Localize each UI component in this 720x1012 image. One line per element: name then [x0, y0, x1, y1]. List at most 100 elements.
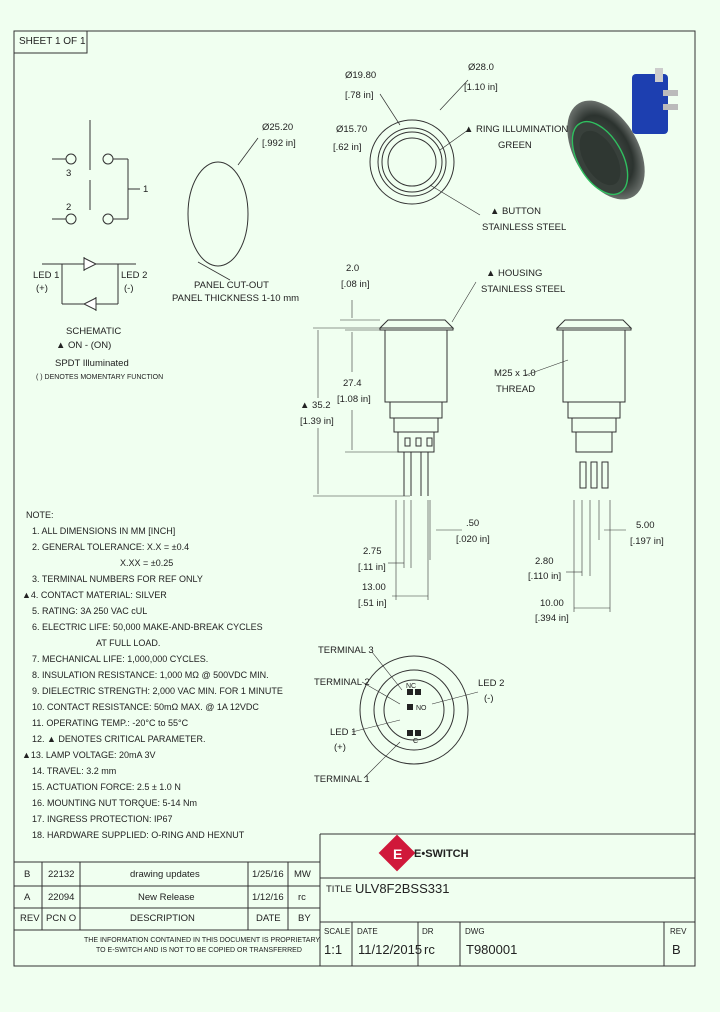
- desc-cell: New Release: [138, 892, 195, 903]
- rear-led1-label: LED 1: [330, 727, 357, 738]
- led2-sign: (-): [124, 283, 134, 294]
- note-item: 16. MOUNTING NUT TORQUE: 5-14 Nm: [32, 798, 198, 808]
- pin-span-in: [.51 in]: [358, 598, 387, 609]
- proprietary-line-2: TO E-SWITCH AND IS NOT TO BE COPIED OR T…: [96, 947, 302, 954]
- front-d1-in: [.78 in]: [345, 90, 374, 101]
- led2-label: LED 2: [121, 270, 148, 281]
- scale-label: SCALE: [324, 927, 351, 936]
- front-d3: Ø15.70: [336, 124, 368, 135]
- pcn-cell: 22094: [48, 892, 75, 903]
- desc-header: DESCRIPTION: [130, 913, 195, 924]
- note-item: X.XX = ±0.25: [120, 558, 174, 568]
- pin-1-label: 1: [143, 184, 149, 195]
- pcn-cell: 22132: [48, 869, 75, 880]
- date-cell: 1/25/16: [252, 869, 284, 880]
- pin-thickness-in: [.020 in]: [456, 534, 490, 545]
- note-item: ▲13. LAMP VOLTAGE: 20mA 3V: [22, 750, 156, 760]
- ring-color: GREEN: [498, 140, 532, 151]
- note-item: ▲4. CONTACT MATERIAL: SILVER: [22, 590, 167, 600]
- note-item: 1. ALL DIMENSIONS IN MM [INCH]: [32, 526, 176, 536]
- rev-label: REV: [670, 927, 687, 936]
- by-header: BY: [298, 913, 311, 924]
- nc-label: NC: [406, 683, 417, 690]
- scale-value: 1:1: [324, 942, 343, 957]
- eswitch-logo: E: [378, 834, 416, 872]
- pin-thickness: .50: [466, 518, 480, 529]
- cutout-label: PANEL CUT-OUT: [194, 280, 269, 291]
- front-d3-in: [.62 in]: [333, 142, 362, 153]
- front-d2: Ø28.0: [468, 62, 494, 73]
- led1-sign: (+): [36, 283, 48, 294]
- top-dim: 2.0: [346, 263, 360, 274]
- note-item: 10. CONTACT RESISTANCE: 50mΩ MAX. @ 1A 1…: [32, 702, 259, 712]
- cutout-dia: Ø25.20: [262, 122, 294, 133]
- cutout-thickness: PANEL THICKNESS 1-10 mm: [172, 293, 300, 304]
- led1-label: LED 1: [33, 270, 60, 281]
- by-cell: rc: [298, 892, 306, 903]
- cutout-dia-in: [.992 in]: [262, 138, 296, 149]
- pin-pitch-in: [.11 in]: [358, 562, 386, 573]
- pin-2-label: 2: [66, 202, 72, 213]
- note-item: 2. GENERAL TOLERANCE: X.X = ±0.4: [32, 542, 190, 552]
- housing-material: STAINLESS STEEL: [481, 284, 566, 295]
- height-2: ▲ 35.2: [300, 400, 331, 411]
- button-material: STAINLESS STEEL: [482, 222, 567, 233]
- note-item: 5. RATING: 3A 250 VAC cUL: [32, 606, 148, 616]
- title-label: TITLE: [326, 884, 352, 895]
- title-block-lines: [14, 833, 695, 966]
- rear-view: [351, 651, 479, 779]
- note-item: 6. ELECTRIC LIFE: 50,000 MAKE-AND-BREAK …: [32, 622, 263, 632]
- rear-dim-2-in: [.110 in]: [528, 571, 562, 582]
- pin-pitch: 2.75: [363, 546, 382, 557]
- rear-dim-1: 5.00: [636, 520, 655, 531]
- rear-led1-sign: (+): [334, 742, 346, 753]
- note-item: 18. HARDWARE SUPPLIED: O-RING AND HEXNUT: [32, 830, 245, 840]
- rev-header: REV: [20, 913, 40, 924]
- schematic-function: ▲ ON - (ON): [56, 340, 112, 351]
- c-label: C: [413, 738, 419, 745]
- terminal-2-label: TERMINAL 2: [314, 677, 370, 688]
- note-item: 8. INSULATION RESISTANCE: 1,000 MΩ @ 500…: [32, 670, 269, 680]
- proprietary-line-1: THE INFORMATION CONTAINED IN THIS DOCUME…: [84, 937, 321, 944]
- sheet-number: SHEET 1 OF 1: [19, 36, 86, 47]
- pin-span: 13.00: [362, 582, 386, 593]
- note-item: 9. DIELECTRIC STRENGTH: 2,000 VAC MIN. F…: [32, 686, 283, 696]
- date-value: 11/12/2015: [358, 942, 423, 957]
- top-dim-in: [.08 in]: [341, 279, 370, 290]
- note-item: AT FULL LOAD.: [96, 638, 161, 648]
- front-d1: Ø19.80: [345, 70, 377, 81]
- schematic-title: SCHEMATIC: [66, 326, 122, 337]
- side-view-dimensioned: [313, 281, 477, 600]
- note-item: 12. ▲ DENOTES CRITICAL PARAMETER.: [32, 734, 206, 744]
- pin-3-label: 3: [66, 168, 72, 179]
- schematic-drawing: [42, 120, 140, 311]
- note-item: 11. OPERATING TEMP.: -20°C to 55°C: [32, 718, 189, 728]
- rear-dim-3: 10.00: [540, 598, 564, 609]
- desc-cell: drawing updates: [130, 869, 200, 880]
- pcn-header: PCN O: [46, 913, 77, 924]
- note-item: 17. INGRESS PROTECTION: IP67: [32, 814, 173, 824]
- height-2-in: [1.39 in]: [300, 416, 334, 427]
- side-view-threaded: [525, 319, 633, 612]
- svg-text:E: E: [393, 846, 402, 862]
- ring-label: ▲ RING ILLUMINATION: [464, 124, 569, 135]
- button-label: ▲ BUTTON: [490, 206, 541, 217]
- rev-cell: A: [24, 892, 31, 903]
- notes-header: NOTE:: [26, 510, 54, 520]
- rev-cell: B: [24, 869, 31, 880]
- note-item: 7. MECHANICAL LIFE: 1,000,000 CYCLES.: [32, 654, 209, 664]
- dwg-value: T980001: [466, 942, 518, 957]
- dr-value: rc: [424, 942, 435, 957]
- dwg-label: DWG: [465, 927, 485, 936]
- rear-dim-1-in: [.197 in]: [630, 536, 664, 547]
- product-photo: [567, 68, 678, 200]
- thread-label: THREAD: [496, 384, 536, 395]
- company-logo-text: E•SWITCH: [414, 848, 469, 860]
- height-1-in: [1.08 in]: [337, 394, 371, 405]
- no-label: NO: [416, 705, 427, 712]
- thread-spec: M25 x 1.0: [494, 368, 536, 379]
- date-label: DATE: [357, 927, 378, 936]
- dr-label: DR: [422, 927, 434, 936]
